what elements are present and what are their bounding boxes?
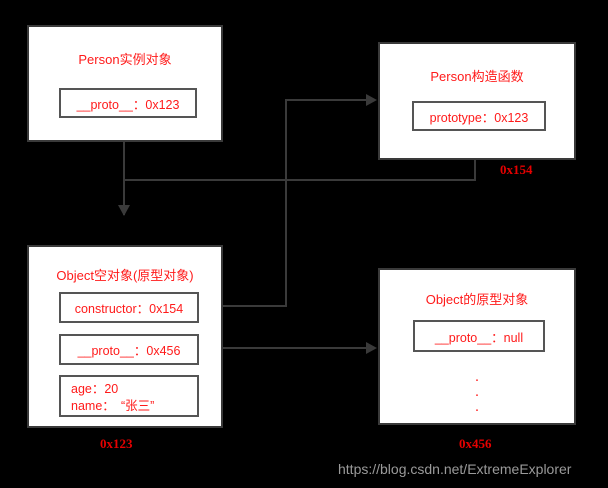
connector-prototype-horizontal — [123, 179, 476, 181]
slot-proto-constructor[interactable]: constructor：0x154 — [59, 292, 199, 323]
connector-constructor-vertical — [285, 99, 287, 307]
ellipsis-marks: · · · — [380, 372, 574, 417]
slot-instance-proto[interactable]: __proto__：0x123 — [59, 88, 197, 118]
slot-object-proto-null[interactable]: __proto__：null — [413, 320, 545, 352]
slot-proto-prop-age: age：20 — [71, 382, 119, 396]
arrowhead-instance-to-object-empty — [118, 205, 130, 216]
address-label-person-constructor: 0x154 — [500, 162, 533, 177]
box-person-constructor-title: Person构造函数 — [430, 69, 524, 84]
address-label-object-empty: 0x123 — [100, 436, 133, 451]
arrowhead-objproto-to-object-prototype — [366, 342, 377, 354]
slot-proto-own-props[interactable]: age：20 name： “张三” — [59, 375, 199, 417]
box-object-empty-title: Object空对象(原型对象) — [56, 268, 194, 283]
connector-instance-proto-vertical — [123, 119, 125, 215]
connector-constructor-horizontal — [223, 305, 287, 307]
address-label-object-prototype: 0x456 — [459, 436, 492, 451]
watermark-url: https://blog.csdn.net/ExtremeExplorer — [338, 461, 572, 477]
slot-constructor-prototype[interactable]: prototype：0x123 — [412, 101, 546, 131]
ellipsis-dot-3: · — [474, 401, 480, 418]
slot-proto-proto[interactable]: __proto__：0x456 — [59, 334, 199, 365]
connector-constructor-to-person-horizontal — [285, 99, 369, 101]
connector-objproto-horizontal — [223, 347, 371, 349]
box-person-instance-title: Person实例对象 — [78, 52, 172, 67]
box-object-prototype-title: Object的原型对象 — [425, 292, 529, 307]
box-object-empty[interactable]: Object空对象(原型对象) constructor：0x154 __prot… — [27, 245, 223, 428]
slot-proto-prop-name: name： “张三” — [71, 399, 155, 413]
ellipsis-dot-2: · — [474, 386, 480, 403]
ellipsis-dot-1: · — [474, 371, 480, 388]
box-object-prototype[interactable]: Object的原型对象 __proto__：null · · · — [378, 268, 576, 425]
box-person-instance[interactable]: Person实例对象 __proto__：0x123 — [27, 25, 223, 142]
arrowhead-constructor-to-person-constructor — [366, 94, 377, 106]
box-person-constructor[interactable]: Person构造函数 prototype：0x123 — [378, 42, 576, 160]
